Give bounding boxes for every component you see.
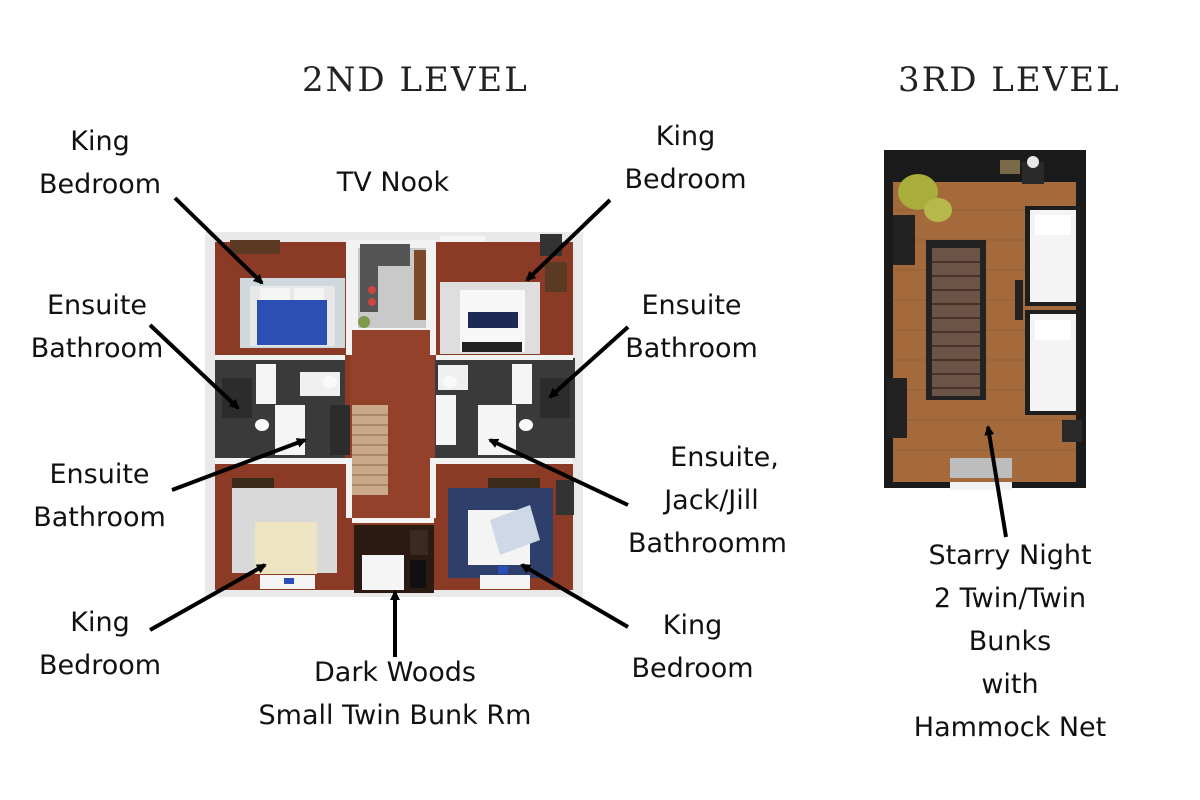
arrow-ensuite-left-1 <box>148 323 240 410</box>
label-line: Hammock Net <box>913 712 1107 743</box>
label-ensuite-jack-jill-bathroom: Ensuite, Jack/Jill Bathroomm <box>615 436 800 565</box>
king-bedroom-bottom-right <box>448 478 574 589</box>
label-line: King <box>662 610 723 641</box>
label-line: 2 Twin/Twin <box>933 583 1087 614</box>
staircase-level-2 <box>352 405 388 495</box>
king-bedroom-top-left <box>230 240 345 348</box>
label-line: Ensuite <box>641 290 742 321</box>
label-line: Ensuite <box>46 290 148 321</box>
twin-bunks <box>1015 206 1080 415</box>
label-starry-night: Starry Night 2 Twin/Twin Bunks with Hamm… <box>890 534 1130 749</box>
label-king-bedroom-top-left: King Bedroom <box>30 120 170 206</box>
level-3-heading: 3RD LEVEL <box>898 60 1121 100</box>
label-line: with <box>981 669 1039 700</box>
dark-woods-bunk-room <box>354 525 434 593</box>
label-line: Jack/Jill <box>664 485 759 516</box>
arrow-king-top-right <box>525 198 612 282</box>
level-2-floor-plan <box>205 232 583 597</box>
label-dark-woods-bunk-room: Dark Woods Small Twin Bunk Rm <box>240 651 550 737</box>
king-bedroom-top-right <box>440 234 567 354</box>
bench <box>950 458 1012 478</box>
label-line: Bedroom <box>38 169 162 200</box>
bed-blue <box>257 300 327 345</box>
label-line: Bathroom <box>30 333 164 364</box>
label-line: Ensuite, <box>670 442 779 473</box>
arrow-king-bottom-right <box>520 563 630 629</box>
arrow-king-bottom-left <box>149 563 267 632</box>
label-tv-nook: TV Nook <box>336 167 450 198</box>
arrow-ensuite-jack-jill <box>488 438 629 507</box>
label-king-bedroom-bottom-left: King Bedroom <box>30 601 170 687</box>
arrow-ensuite-left-2 <box>171 438 307 492</box>
label-line: Bathroom <box>625 333 758 364</box>
label-line: Starry Night <box>928 540 1092 571</box>
label-king-bedroom-top-right: King Bedroom <box>613 115 758 201</box>
chair <box>898 174 938 210</box>
label-line: Bathroom <box>33 502 166 533</box>
tv-nook <box>352 240 430 330</box>
label-line: Bedroom <box>631 653 754 684</box>
label-line: Bedroom <box>624 164 747 195</box>
label-ensuite-bathroom-right-1: Ensuite Bathroom <box>614 284 769 370</box>
king-bedroom-bottom-left <box>232 478 337 589</box>
arrow-starry-night <box>984 425 1008 538</box>
label-king-bedroom-bottom-right: King Bedroom <box>620 604 765 690</box>
label-ensuite-bathroom-left-1: Ensuite Bathroom <box>22 284 172 370</box>
interior-walls <box>215 240 573 523</box>
label-line: King <box>655 121 716 152</box>
arrow-king-top-left <box>173 196 264 285</box>
label-line: Ensuite <box>49 459 150 490</box>
level-3-floor-plan <box>884 150 1086 490</box>
label-line: Dark Woods <box>313 657 476 688</box>
label-ensuite-bathroom-left-2: Ensuite Bathroom <box>22 453 177 539</box>
label-line: Small Twin Bunk Rm <box>258 700 532 731</box>
label-line: King <box>70 607 130 638</box>
arrow-ensuite-right-1 <box>548 325 630 399</box>
label-line: Bedroom <box>38 650 162 681</box>
label-line: King <box>70 126 130 157</box>
label-line: Bathroomm <box>628 528 787 559</box>
level-2-heading: 2ND LEVEL <box>302 60 529 100</box>
callout-arrows <box>148 196 1008 657</box>
label-line: Bunks <box>968 626 1052 657</box>
